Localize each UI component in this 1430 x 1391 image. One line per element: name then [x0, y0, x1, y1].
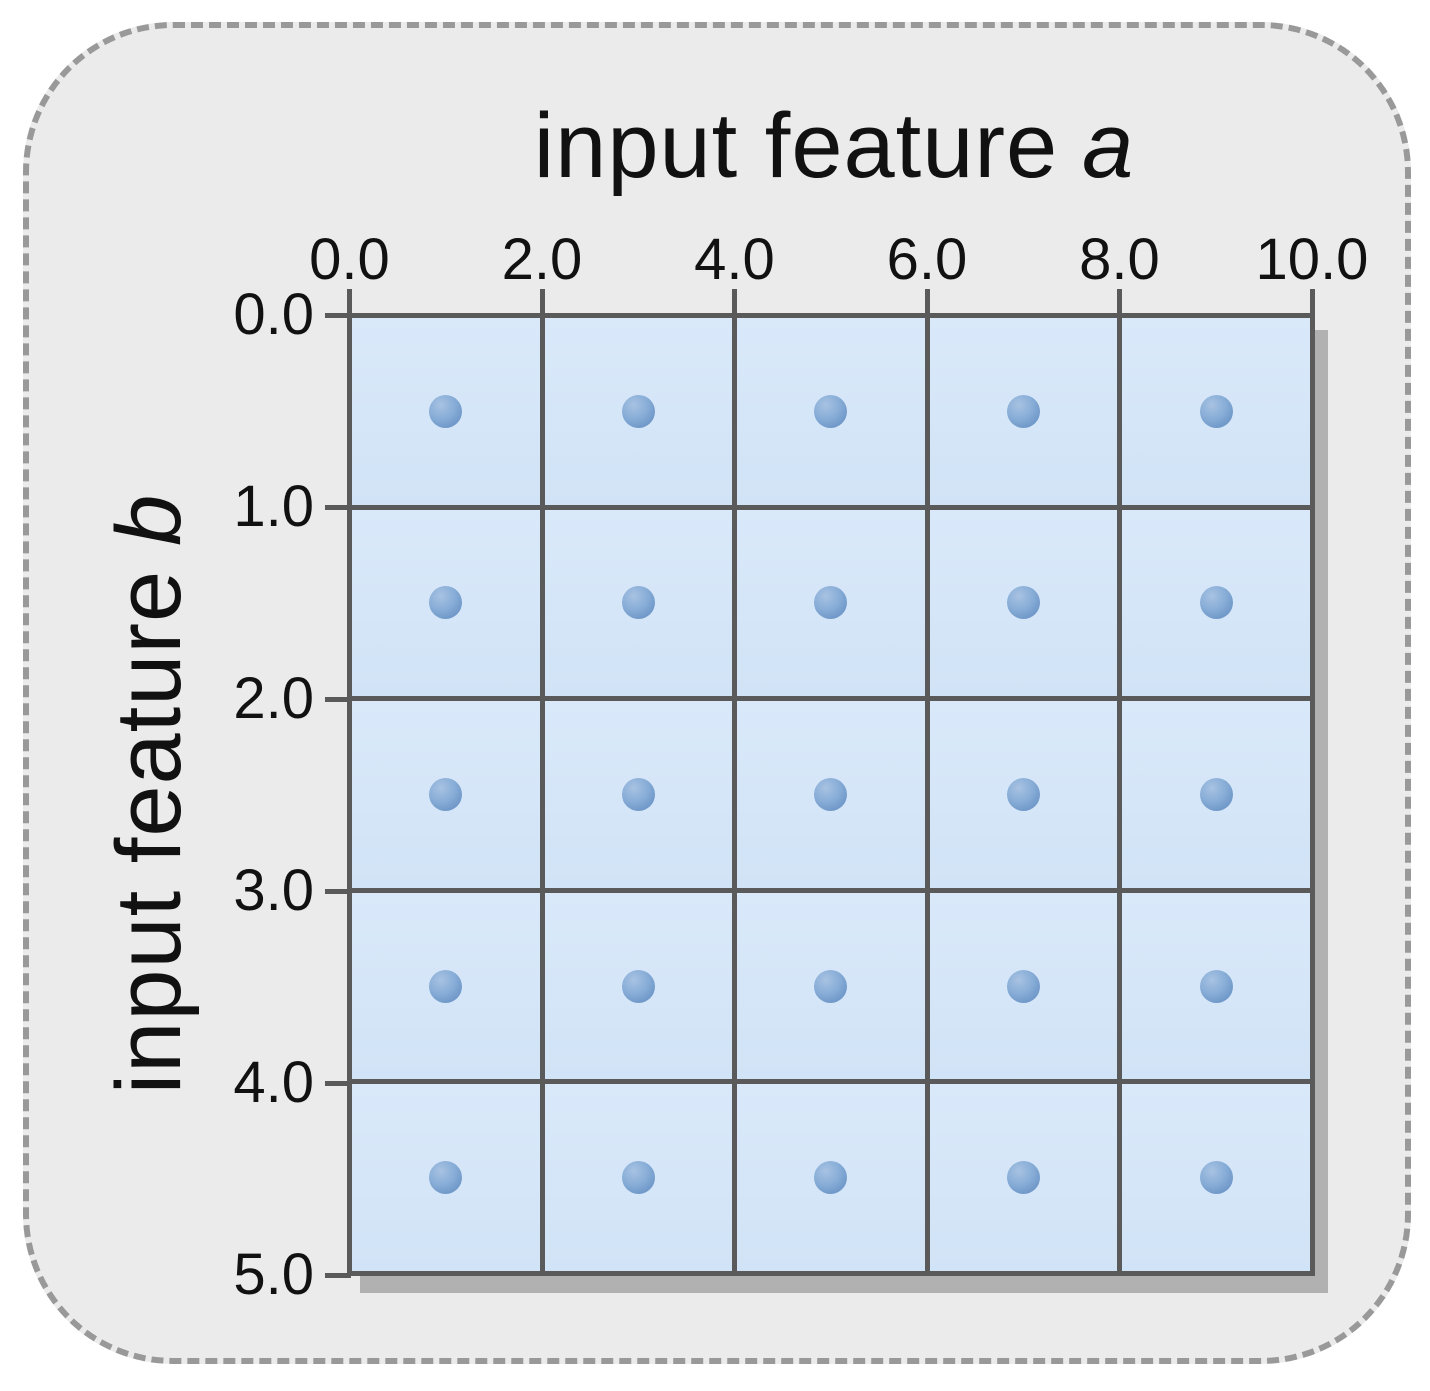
grid-cell	[929, 318, 1118, 505]
y-tick-mark	[325, 1080, 351, 1086]
data-point	[1199, 394, 1233, 428]
data-point	[1199, 969, 1233, 1003]
y-axis-title-text: input feature	[98, 569, 200, 1095]
grid-cell	[1122, 892, 1310, 1080]
x-tick-mark	[1309, 289, 1315, 315]
y-tick-label: 1.0	[233, 474, 314, 539]
data-point	[621, 1161, 655, 1195]
x-tick-label: 4.0	[694, 227, 775, 292]
y-tick-mark	[325, 888, 351, 894]
data-point	[814, 394, 848, 428]
grid-cell	[737, 509, 925, 697]
grid-cell	[352, 701, 540, 888]
data-point	[1007, 586, 1041, 620]
grid-cell	[544, 1084, 733, 1271]
x-tick-mark	[347, 289, 352, 315]
grid-cell	[1122, 509, 1310, 697]
data-point	[429, 969, 463, 1003]
grid-cell	[544, 509, 733, 697]
data-point	[429, 394, 463, 428]
feature-grid	[347, 313, 1315, 1276]
data-point	[621, 969, 655, 1003]
grid-cell	[737, 701, 925, 888]
data-point	[814, 586, 848, 620]
y-axis-title: input feature b	[98, 494, 200, 1095]
grid-cell	[929, 509, 1118, 697]
data-point	[1199, 1161, 1233, 1195]
data-point	[621, 586, 655, 620]
y-tick-mark	[325, 696, 351, 702]
y-tick-label: 5.0	[233, 1242, 314, 1307]
data-point	[621, 777, 655, 811]
grid-cell	[1122, 1084, 1310, 1271]
y-axis-title-var: b	[98, 493, 200, 546]
data-point	[814, 1161, 848, 1195]
x-tick-mark	[1117, 289, 1122, 315]
x-tick-label: 8.0	[1079, 227, 1160, 292]
x-tick-label: 10.0	[1255, 227, 1369, 292]
data-point	[1199, 586, 1233, 620]
x-tick-mark	[924, 289, 930, 315]
grid-cell	[737, 318, 925, 505]
grid-cell	[929, 701, 1118, 888]
data-point	[429, 777, 463, 811]
x-tick-mark	[732, 289, 737, 315]
data-point	[429, 586, 463, 620]
grid-cell	[352, 509, 540, 697]
data-point	[1007, 1161, 1041, 1195]
data-point	[814, 777, 848, 811]
grid-cell	[737, 1084, 925, 1271]
data-point	[1007, 394, 1041, 428]
x-axis-title-var: a	[1082, 95, 1135, 197]
data-point	[621, 394, 655, 428]
y-tick-mark	[325, 504, 351, 510]
x-axis-title-text: input feature	[533, 95, 1059, 197]
grid-cell	[929, 1084, 1118, 1271]
y-tick-label: 4.0	[233, 1050, 314, 1115]
grid-cell	[352, 1084, 540, 1271]
grid-cell	[544, 892, 733, 1080]
data-point	[1007, 969, 1041, 1003]
grid-cell	[929, 892, 1118, 1080]
grid-cell	[544, 701, 733, 888]
data-point	[814, 969, 848, 1003]
x-tick-mark	[539, 289, 545, 315]
grid-cell	[1122, 701, 1310, 888]
grid-cell	[1122, 318, 1310, 505]
y-tick-mark	[325, 1272, 351, 1278]
y-tick-mark	[325, 312, 351, 318]
x-tick-label: 0.0	[309, 227, 390, 292]
y-tick-label: 0.0	[233, 282, 314, 347]
grid-cell	[544, 318, 733, 505]
grid-cell	[737, 892, 925, 1080]
data-point	[1007, 777, 1041, 811]
x-tick-label: 2.0	[501, 227, 583, 292]
x-tick-label: 6.0	[886, 227, 968, 292]
data-point	[429, 1161, 463, 1195]
y-tick-label: 2.0	[233, 666, 314, 731]
y-tick-label: 3.0	[233, 858, 314, 923]
grid-cell	[352, 892, 540, 1080]
data-point	[1199, 777, 1233, 811]
grid-cell	[352, 318, 540, 505]
